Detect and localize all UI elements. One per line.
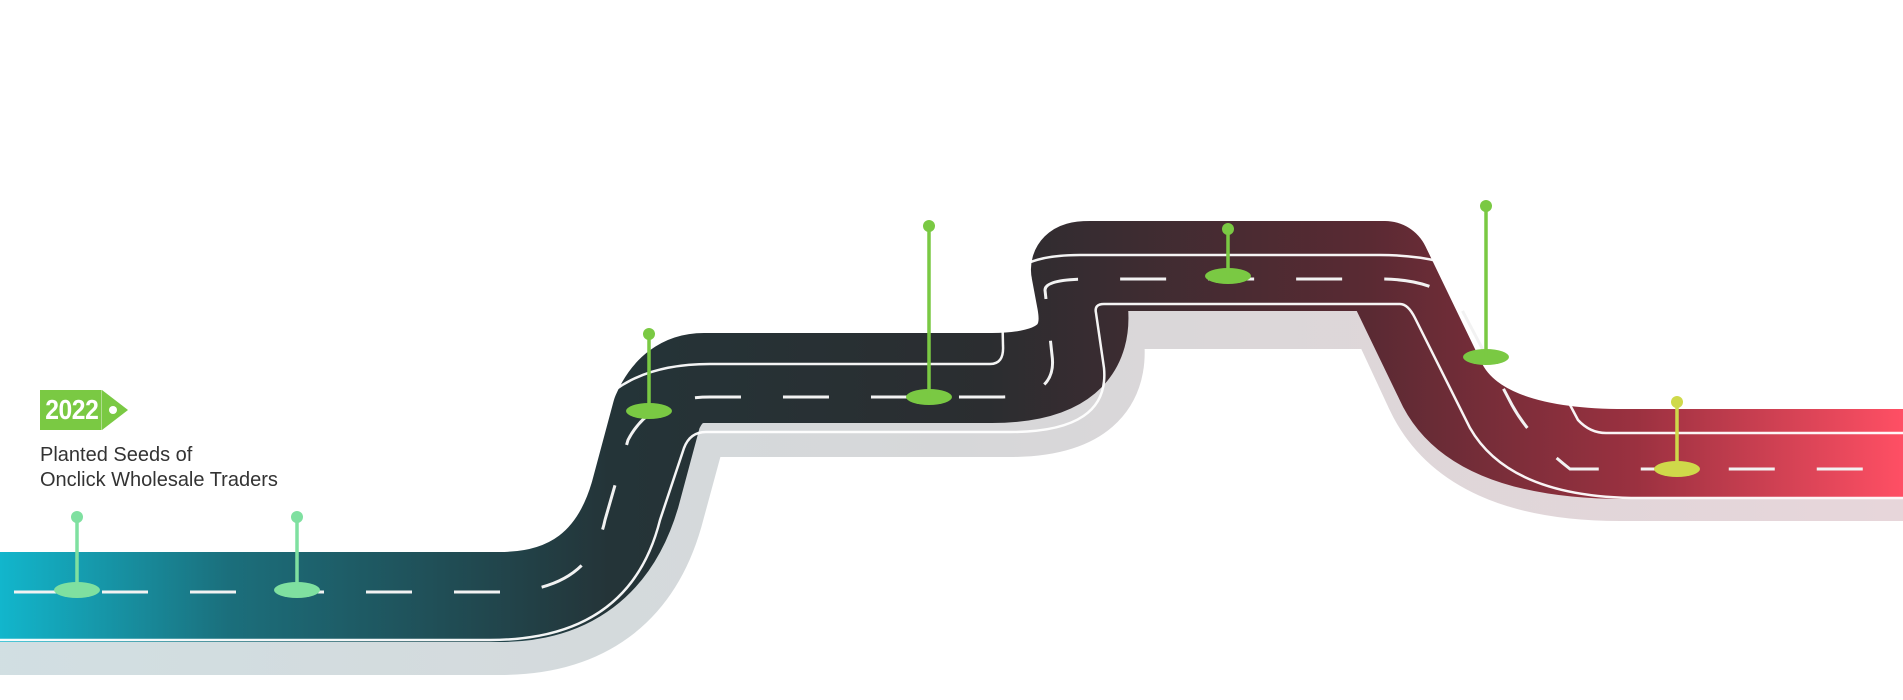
milestone-description: Planted Seeds of Onclick Wholesale Trade… (40, 443, 278, 493)
map-pin-icon (1205, 223, 1251, 284)
map-pin-icon (54, 511, 100, 598)
pin-head (1222, 223, 1234, 235)
map-pin-icon (1654, 396, 1700, 477)
pin-head (923, 220, 935, 232)
map-pin-icon (274, 511, 320, 598)
year-tag: 2022 (40, 390, 129, 430)
pin-head (71, 511, 83, 523)
pin-head (643, 328, 655, 340)
road-edge-upper (0, 253, 1903, 549)
road-center-dashes (14, 277, 1903, 594)
pins-layer (54, 200, 1700, 598)
milestone-line-1: Planted Seeds of (40, 444, 193, 466)
tag-dot-icon (109, 406, 118, 414)
pin-head (1480, 200, 1492, 212)
tag-point (102, 390, 129, 430)
map-pin-icon (626, 328, 672, 419)
year-label: 2022 (40, 390, 102, 430)
pin-head (291, 511, 303, 523)
road-edge-lower (0, 302, 1903, 642)
map-pin-icon (1463, 200, 1509, 365)
milestone-line-2: Onclick Wholesale Traders (40, 469, 278, 491)
map-pin-icon (906, 220, 952, 405)
pin-head (1671, 396, 1683, 408)
road-body (0, 221, 1903, 642)
